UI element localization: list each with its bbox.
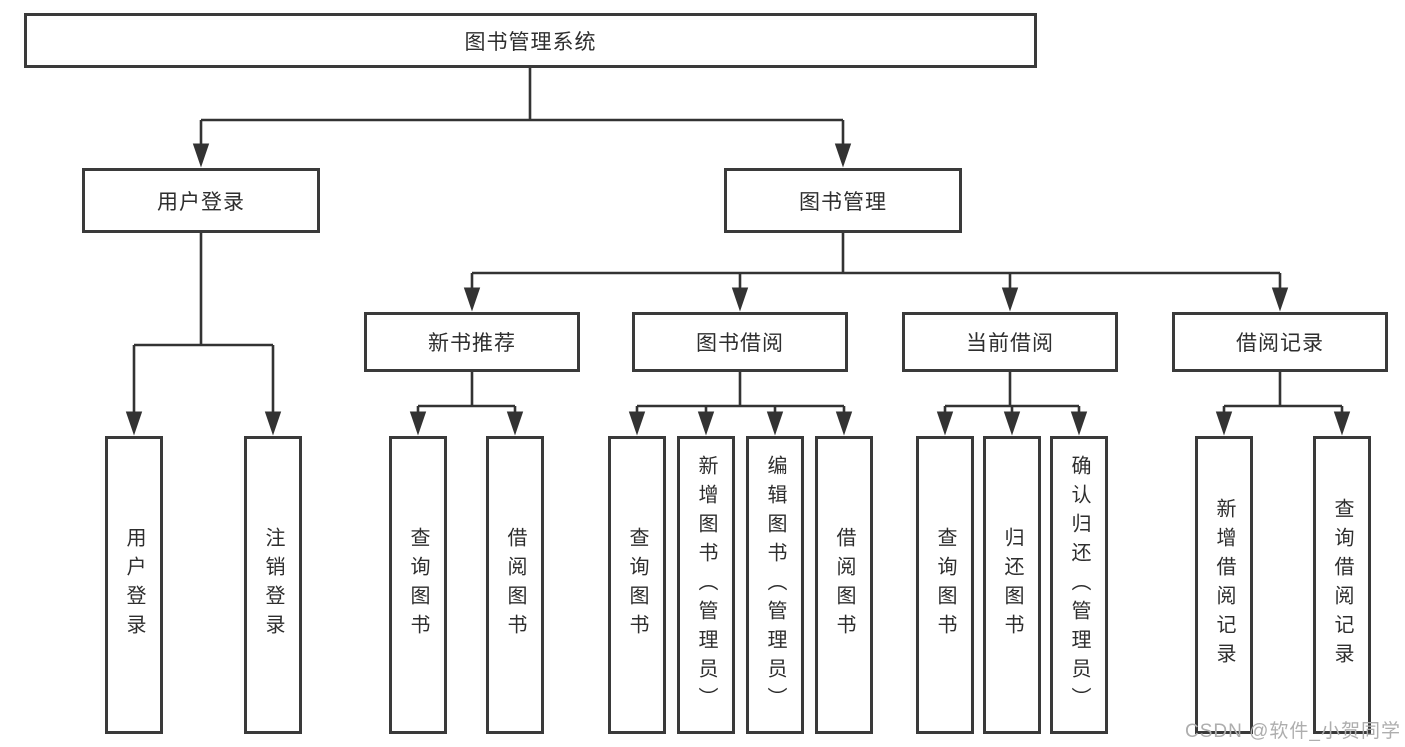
leaf-borrow-books-recommend-label: 借阅图书 — [504, 527, 526, 643]
node-current-borrow: 当前借阅 — [902, 312, 1118, 372]
leaf-borrow-books: 借阅图书 — [815, 436, 873, 734]
leaf-return-books: 归还图书 — [983, 436, 1041, 734]
leaf-user-login-label: 用户登录 — [123, 527, 145, 643]
leaf-query-books-borrow: 查询图书 — [608, 436, 666, 734]
leaf-query-books-current: 查询图书 — [916, 436, 974, 734]
node-book-borrow: 图书借阅 — [632, 312, 848, 372]
leaf-borrow-books-label: 借阅图书 — [833, 527, 855, 643]
node-new-book-recommend: 新书推荐 — [364, 312, 580, 372]
leaf-add-books-admin: 新增图书（管理员） — [677, 436, 735, 734]
node-user-login-label: 用户登录 — [157, 190, 245, 214]
leaf-query-books-recommend: 查询图书 — [389, 436, 447, 734]
node-book-borrow-label: 图书借阅 — [696, 332, 784, 355]
node-borrow-records-label: 借阅记录 — [1236, 332, 1324, 355]
node-new-book-recommend-label: 新书推荐 — [428, 332, 516, 355]
leaf-query-borrow-record: 查询借阅记录 — [1313, 436, 1371, 734]
leaf-edit-books-admin-label: 编辑图书（管理员） — [764, 454, 786, 716]
leaf-add-borrow-record-label: 新增借阅记录 — [1213, 498, 1235, 672]
leaf-borrow-books-recommend: 借阅图书 — [486, 436, 544, 734]
leaf-add-borrow-record: 新增借阅记录 — [1195, 436, 1253, 734]
node-book-management-label: 图书管理 — [799, 190, 887, 214]
leaf-confirm-return-admin-label: 确认归还（管理员） — [1068, 454, 1090, 716]
leaf-user-login: 用户登录 — [105, 436, 163, 734]
leaf-logout: 注销登录 — [244, 436, 302, 734]
leaf-query-books-current-label: 查询图书 — [934, 527, 956, 643]
node-user-login: 用户登录 — [82, 168, 320, 233]
node-book-management: 图书管理 — [724, 168, 962, 233]
node-borrow-records: 借阅记录 — [1172, 312, 1388, 372]
leaf-query-books-recommend-label: 查询图书 — [407, 527, 429, 643]
leaf-return-books-label: 归还图书 — [1001, 527, 1023, 643]
node-root: 图书管理系统 — [24, 13, 1037, 68]
watermark: CSDN @软件_小贺同学 — [1185, 721, 1401, 742]
node-current-borrow-label: 当前借阅 — [966, 332, 1054, 355]
leaf-query-books-borrow-label: 查询图书 — [626, 527, 648, 643]
leaf-logout-label: 注销登录 — [262, 527, 284, 643]
leaf-query-borrow-record-label: 查询借阅记录 — [1331, 498, 1353, 672]
node-root-label: 图书管理系统 — [464, 30, 597, 54]
leaf-edit-books-admin: 编辑图书（管理员） — [746, 436, 804, 734]
leaf-add-books-admin-label: 新增图书（管理员） — [695, 454, 717, 716]
leaf-confirm-return-admin: 确认归还（管理员） — [1050, 436, 1108, 734]
